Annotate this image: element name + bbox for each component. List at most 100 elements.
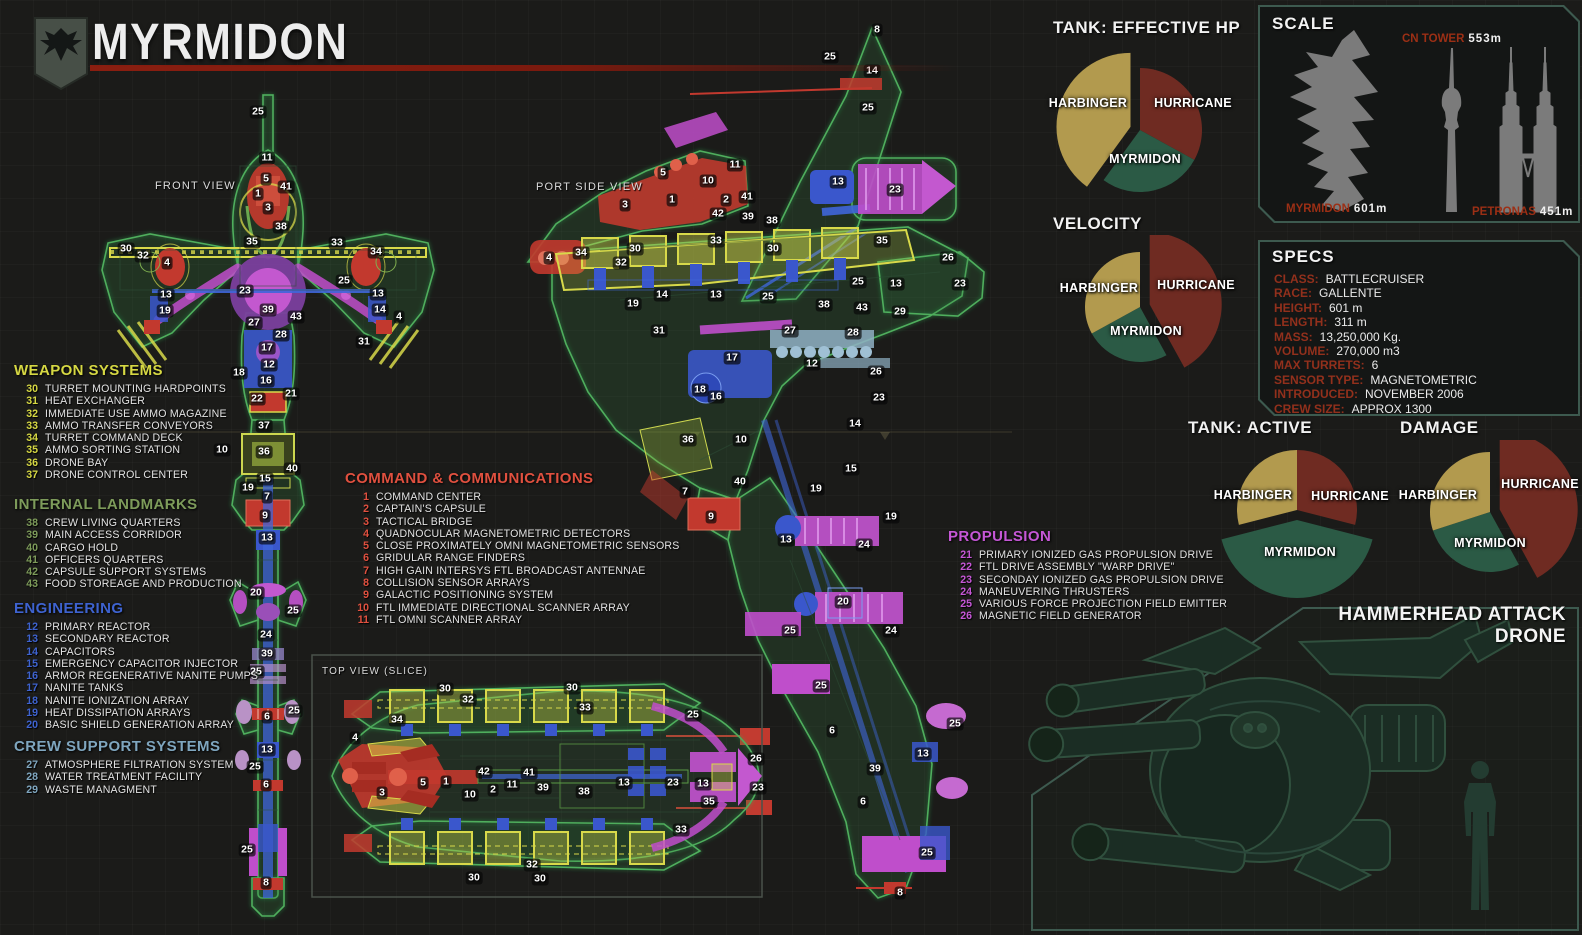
spec-row: HEIGHT:601 m bbox=[1274, 301, 1568, 315]
legend-item-label: MAIN ACCESS CORRIDOR bbox=[45, 529, 183, 542]
legend-item-label: TURRET COMMAND DECK bbox=[45, 432, 183, 445]
legend-item-label: WASTE MANAGMENT bbox=[45, 783, 158, 796]
pie-damage bbox=[1430, 440, 1578, 578]
legend-item-number: 31 bbox=[26, 395, 38, 408]
legend-item-number: 12 bbox=[26, 621, 38, 633]
cn-tower-silhouette bbox=[1442, 48, 1461, 212]
human-scale-silhouette bbox=[1464, 761, 1496, 910]
spec-label: VOLUME: bbox=[1274, 343, 1330, 358]
pie-slice-myrmidon bbox=[1103, 130, 1195, 192]
hammerhead-drone-illustration bbox=[1028, 613, 1515, 892]
pie-slice-harbinger bbox=[1237, 450, 1297, 525]
legend-item: 24 MANEUVERING THRUSTERS bbox=[948, 586, 1227, 598]
legend-item-number: 32 bbox=[26, 407, 38, 420]
legend-item-label: HIGH GAIN INTERSYS FTL BROADCAST ANTENNA… bbox=[376, 564, 646, 577]
pie-slice-harbinger bbox=[1056, 52, 1131, 187]
legend-item-label: CARGO HOLD bbox=[45, 541, 119, 554]
pie-label-myrmidon: MYRMIDON bbox=[1109, 152, 1181, 166]
legend-item-number: 41 bbox=[26, 553, 38, 566]
pie-label-hurricane: HURRICANE bbox=[1154, 96, 1232, 110]
spec-label: INTRODUCED: bbox=[1274, 387, 1358, 402]
legend-item-label: MANEUVERING THRUSTERS bbox=[979, 585, 1130, 598]
petronas-silhouette bbox=[1500, 47, 1556, 212]
legend-item-label: FTL DRIVE ASSEMBLY "WARP DRIVE" bbox=[979, 561, 1175, 574]
legend-item-label: NANITE IONIZATION ARRAY bbox=[45, 694, 190, 707]
spec-value: 601 m bbox=[1329, 300, 1363, 315]
pie-label-myrmidon: MYRMIDON bbox=[1454, 536, 1526, 550]
spec-row: MAX TURRETS:6 bbox=[1274, 358, 1568, 372]
chart-title: VELOCITY bbox=[1053, 214, 1143, 233]
legend-item-number: 42 bbox=[26, 566, 38, 579]
legend-item-number: 10 bbox=[357, 601, 369, 614]
legend-item-number: 34 bbox=[26, 432, 38, 445]
legend-item-number: 33 bbox=[26, 419, 38, 432]
legend-item-number: 26 bbox=[960, 610, 972, 623]
legend-item-label: FOOD STOREAGE AND PRODUCTION bbox=[45, 578, 242, 591]
spec-value: 6 bbox=[1371, 358, 1379, 373]
title-underline bbox=[90, 65, 958, 71]
pie-label-harbinger: HARBINGER bbox=[1213, 488, 1293, 502]
legend-item-label: SECONDARY REACTOR bbox=[45, 633, 170, 646]
legend-item-number: 24 bbox=[960, 585, 972, 598]
spec-label: CREW SIZE: bbox=[1274, 401, 1345, 416]
pie-slice-hurricane bbox=[1149, 235, 1222, 368]
legend-item-label: GALACTIC POSITIONING SYSTEM bbox=[376, 589, 554, 602]
legend-item-label: HEAT EXCHANGER bbox=[45, 395, 146, 408]
pie-tank-effective-hp bbox=[1056, 52, 1202, 192]
legend-item-number: 2 bbox=[363, 503, 369, 516]
pie-label-harbinger: HARBINGER bbox=[1059, 281, 1139, 295]
legend-item-label: TACTICAL BRIDGE bbox=[376, 515, 473, 528]
pie-slice-hurricane bbox=[1140, 68, 1202, 160]
spec-label: MASS: bbox=[1274, 329, 1313, 344]
legend-item-number: 5 bbox=[363, 540, 369, 553]
legend-item-label: EMERGENCY CAPACITOR INJECTOR bbox=[45, 657, 239, 670]
legend-item-label: VARIOUS FORCE PROJECTION FIELD EMITTER bbox=[979, 598, 1228, 611]
pie-slice-hurricane bbox=[1499, 440, 1578, 578]
myrmidon-silhouette bbox=[1290, 30, 1378, 211]
legend-item-number: 3 bbox=[363, 515, 369, 528]
legend-item-number: 15 bbox=[26, 657, 38, 670]
pie-tank-active bbox=[1221, 450, 1373, 598]
legend-item-label: CLOSE PROXIMATELY OMNI MAGNETOMETRIC SEN… bbox=[376, 540, 680, 553]
legend-item-label: DRONE CONTROL CENTER bbox=[45, 469, 189, 482]
pie-slice-myrmidon bbox=[1091, 307, 1167, 362]
legend-item-label: AMMO TRANSFER CONVEYORS bbox=[45, 419, 214, 432]
legend-item-label: DRONE BAY bbox=[45, 456, 109, 469]
legend-item-label: ATMOSPHERE FILTRATION SYSTEM bbox=[45, 759, 234, 771]
spec-row: VOLUME:270,000 m3 bbox=[1274, 344, 1568, 358]
section-title: COMMAND & COMMUNICATIONS bbox=[345, 470, 594, 487]
top-view-label: TOP VIEW (SLICE) bbox=[322, 666, 429, 677]
legend-item-label: CAPACITORS bbox=[45, 645, 115, 658]
spec-label: CLASS: bbox=[1274, 272, 1319, 286]
legend-item-number: 38 bbox=[26, 517, 38, 529]
legend-item-number: 40 bbox=[26, 541, 38, 554]
legend-item: 31 HEAT EXCHANGER bbox=[14, 395, 227, 407]
